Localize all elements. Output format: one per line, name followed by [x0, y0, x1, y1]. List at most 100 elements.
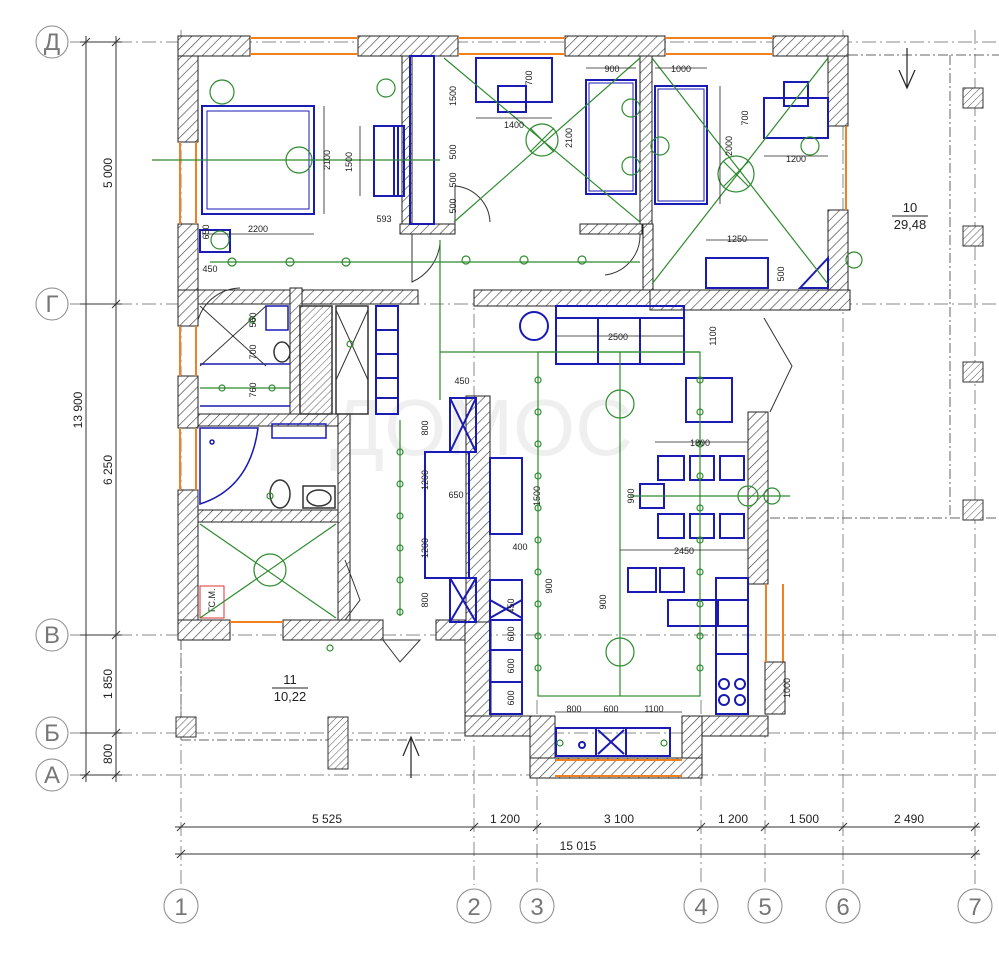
- svg-text:Г: Г: [46, 291, 59, 318]
- svg-text:1800: 1800: [690, 438, 710, 448]
- axis-letter-d: Д: [35, 25, 69, 59]
- dim-total-width: 15 015: [560, 839, 597, 853]
- room-label-11: 11 10,22: [272, 672, 308, 704]
- axis-number-6: 6: [825, 888, 861, 924]
- svg-text:2100: 2100: [564, 128, 574, 148]
- svg-text:800: 800: [420, 592, 430, 607]
- svg-text:2500: 2500: [608, 332, 628, 342]
- axis-number-5: 5: [747, 888, 783, 924]
- svg-text:500: 500: [448, 144, 458, 159]
- svg-text:1000: 1000: [782, 678, 792, 698]
- terrace-posts: [175, 87, 984, 770]
- svg-text:593: 593: [376, 214, 391, 224]
- svg-text:В: В: [44, 622, 60, 649]
- axis-number-2: 2: [456, 888, 492, 924]
- svg-text:760: 760: [248, 382, 258, 397]
- boiler-label: ГС.М.: [207, 589, 217, 612]
- svg-text:500: 500: [776, 266, 786, 281]
- svg-text:1500: 1500: [532, 486, 542, 506]
- room-area: 29,48: [894, 217, 927, 232]
- bathroom-fixtures: [199, 305, 369, 509]
- svg-text:4: 4: [694, 894, 707, 921]
- axis-letter-b: Б: [35, 716, 69, 750]
- svg-text:800: 800: [566, 704, 581, 714]
- svg-text:7: 7: [968, 894, 981, 921]
- doors: [197, 185, 793, 663]
- room-area: 10,22: [274, 689, 307, 704]
- svg-text:600: 600: [506, 658, 516, 673]
- svg-text:800: 800: [420, 420, 430, 435]
- svg-text:900: 900: [544, 578, 554, 593]
- svg-text:2000: 2000: [724, 136, 734, 156]
- furniture-dimension-texts: 2200 2100 650 450 1500 593 1500 500 500 …: [201, 64, 806, 714]
- svg-text:450: 450: [202, 264, 217, 274]
- bottom-dimensions: [175, 822, 980, 859]
- svg-text:600: 600: [506, 626, 516, 641]
- svg-text:3: 3: [530, 894, 543, 921]
- svg-text:900: 900: [626, 488, 636, 503]
- dim-h-1: 5 525: [312, 812, 342, 826]
- svg-text:450: 450: [506, 598, 516, 613]
- svg-text:2: 2: [467, 894, 480, 921]
- svg-text:500: 500: [448, 172, 458, 187]
- svg-text:2450: 2450: [674, 546, 694, 556]
- svg-text:650: 650: [201, 224, 211, 239]
- axis-number-3: 3: [519, 888, 555, 924]
- axis-number-7: 7: [957, 888, 993, 924]
- svg-text:1100: 1100: [708, 326, 718, 345]
- room-number: 10: [903, 200, 917, 215]
- svg-text:400: 400: [512, 542, 527, 552]
- left-dimensions: [80, 36, 122, 782]
- svg-text:1500: 1500: [344, 152, 354, 172]
- svg-text:5: 5: [758, 894, 771, 921]
- svg-text:650: 650: [448, 490, 463, 500]
- room-label-10: 10 29,48: [892, 200, 928, 232]
- svg-text:1000: 1000: [671, 64, 691, 74]
- svg-text:900: 900: [604, 64, 619, 74]
- svg-text:500: 500: [448, 198, 458, 213]
- svg-text:1250: 1250: [727, 234, 747, 244]
- svg-text:1400: 1400: [504, 120, 524, 130]
- svg-text:1200: 1200: [420, 470, 430, 490]
- room-number: 11: [283, 672, 297, 687]
- svg-text:2100: 2100: [322, 150, 332, 170]
- svg-text:560: 560: [248, 312, 258, 327]
- svg-text:Д: Д: [44, 29, 60, 56]
- lighting-plan: [152, 57, 863, 747]
- axis-letter-a: А: [35, 758, 69, 792]
- dim-v-1: 5 000: [101, 158, 115, 188]
- svg-text:1200: 1200: [420, 538, 430, 558]
- furniture-dimension-lines: [202, 67, 828, 713]
- svg-text:Б: Б: [44, 720, 60, 747]
- svg-text:900: 900: [598, 594, 608, 609]
- svg-text:6: 6: [836, 894, 849, 921]
- dim-h-5: 1 500: [789, 812, 819, 826]
- dim-v-4: 800: [101, 744, 115, 764]
- svg-text:600: 600: [603, 704, 618, 714]
- entrance-arrows: [402, 48, 916, 778]
- svg-text:450: 450: [454, 376, 469, 386]
- windows: [179, 37, 847, 777]
- svg-text:1500: 1500: [448, 86, 458, 106]
- svg-text:700: 700: [524, 70, 534, 85]
- axis-bubbles: Д Г В Б А 1 2 3 4 5 6 7: [35, 25, 993, 924]
- dim-h-6: 2 490: [894, 812, 924, 826]
- svg-text:700: 700: [248, 344, 258, 359]
- dim-total-height: 13 900: [71, 391, 85, 428]
- terrace-outline: [180, 54, 999, 741]
- shower-cross: [199, 305, 369, 381]
- axis-number-1: 1: [163, 888, 199, 924]
- dim-h-4: 1 200: [718, 812, 748, 826]
- svg-text:600: 600: [506, 690, 516, 705]
- axis-number-4: 4: [683, 888, 719, 924]
- axis-letter-g: Г: [35, 287, 69, 321]
- dim-v-2: 6 250: [101, 455, 115, 485]
- dim-h-2: 1 200: [490, 812, 520, 826]
- svg-text:700: 700: [740, 110, 750, 125]
- dim-v-3: 1 850: [101, 669, 115, 699]
- svg-text:1: 1: [174, 894, 187, 921]
- axis-letter-v: В: [35, 618, 69, 652]
- svg-text:А: А: [44, 762, 60, 789]
- svg-text:2200: 2200: [248, 224, 268, 234]
